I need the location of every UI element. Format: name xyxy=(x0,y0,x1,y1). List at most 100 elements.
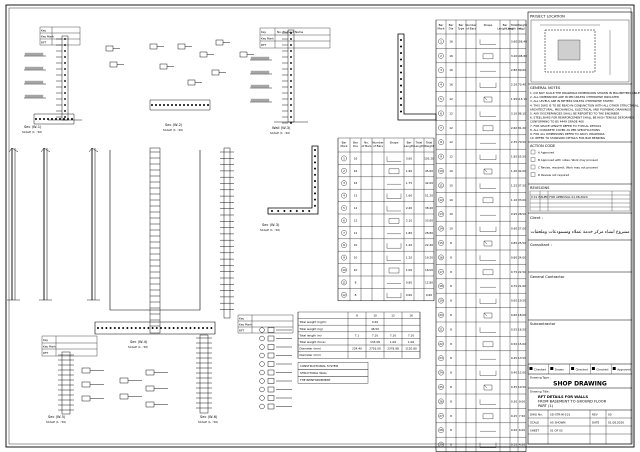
bbs-cell: 4 xyxy=(343,194,345,198)
approval-label: Approved xyxy=(617,368,631,372)
bar-shape xyxy=(482,269,494,275)
bar-shape xyxy=(483,168,493,175)
bar-mark-bubble xyxy=(438,269,444,275)
summary-row-label: Total weight (kg/m) xyxy=(299,320,327,324)
bbs-cell: 12 xyxy=(354,194,358,198)
bbs-cell: 12 xyxy=(449,155,453,159)
bbs-cell: 2.80 xyxy=(511,68,517,72)
general-note: 8. ALL CONCRETE COVER AS PER SPECIFICATI… xyxy=(530,128,600,132)
bbs-cell: 2.10 xyxy=(406,218,412,222)
bar-shape xyxy=(479,154,497,160)
section-caption: Sec (W-4) xyxy=(130,340,148,344)
bbs-cell: 51.20 xyxy=(425,194,433,198)
bbs-cell: 24 xyxy=(439,371,443,375)
bbs-header: Bar xyxy=(503,23,509,27)
section-scale: SCALE (1 : 50) xyxy=(163,128,183,132)
bbs-header: Number xyxy=(465,23,477,27)
bbs-cell: 3 xyxy=(440,68,442,72)
bbs-cell: 158.40 xyxy=(517,39,527,43)
bbs-cell: 1.10 xyxy=(511,198,517,202)
bbs-header: Total xyxy=(415,141,423,145)
bbs-cell: 12 xyxy=(354,206,358,210)
action-code-title: ACTION CODE xyxy=(530,144,556,148)
summary-cell: 0.40 xyxy=(372,320,378,324)
bbs-cell: 19 xyxy=(439,299,443,303)
bbs-cell: 8 xyxy=(450,414,452,418)
bbs-cell: 42.00 xyxy=(425,181,433,185)
bbs-cell: 6 xyxy=(343,218,345,222)
footer-value: AS SHOWN xyxy=(550,421,566,425)
bbs-cell: 8 xyxy=(355,280,357,284)
approval-check-icon xyxy=(550,367,554,370)
bbs-cell: 1.25 xyxy=(511,183,517,187)
bar-mark-bubble xyxy=(438,81,444,88)
bar-mark-bubble xyxy=(438,211,444,217)
bar-mark-bubble xyxy=(438,182,444,189)
summary-diameter: 12 xyxy=(391,314,395,318)
bar-shape xyxy=(388,218,400,224)
bbs-cell: 7 xyxy=(343,231,345,235)
bbs-header: of Bars xyxy=(373,144,383,148)
bbs-cell: 25 xyxy=(439,385,443,389)
summary-cell: 224.40 xyxy=(352,347,362,351)
bar-mark-bubble xyxy=(341,217,347,224)
bar-shape xyxy=(479,111,496,117)
summary-diameter: 10 xyxy=(373,314,377,318)
bar-shape xyxy=(386,255,401,261)
summary-diameter: 8 xyxy=(356,314,358,318)
footer-label: SHEET xyxy=(530,429,539,433)
bbs-cell: 19.20 xyxy=(425,256,433,260)
bbs-cell: 26 xyxy=(439,399,443,403)
bar-mark-bubble xyxy=(438,153,444,160)
bbs-cell: 38.40 xyxy=(425,206,433,210)
info-label: Key Mark xyxy=(239,323,252,327)
summary-cell: 7.10 xyxy=(372,333,378,337)
summary-cell: 7.1 xyxy=(355,333,360,337)
bbs-cell: 8 xyxy=(450,428,452,432)
bar-shape xyxy=(482,125,494,131)
bar-mark-bubble xyxy=(259,369,265,376)
bbs-cell: 1.40 xyxy=(511,169,517,173)
bbs-cell: 8 xyxy=(343,243,345,247)
sheet-inner-border xyxy=(8,7,632,445)
bbs-cell: 11 xyxy=(342,280,346,284)
bar-shape xyxy=(479,399,496,405)
bbs-cell: 1.20 xyxy=(406,256,412,260)
revisions-title: REVISIONS xyxy=(530,186,550,190)
bbs-cell: 0.60 xyxy=(406,293,412,297)
footer-label: REV xyxy=(592,413,598,417)
bbs-cell: 28 xyxy=(439,428,443,432)
bbs-cell: 8 xyxy=(450,299,452,303)
info-label: Key Mark xyxy=(43,345,56,349)
bar-mark-bubble xyxy=(341,230,347,236)
subcontractor-title: Subcontractor xyxy=(530,322,556,326)
bbs-cell: 6 xyxy=(440,111,442,115)
bbs-cell: 16 xyxy=(449,68,453,72)
checkbox-icon xyxy=(530,149,536,155)
bar-shape xyxy=(479,39,496,45)
legend-label: THE REINFORCEMENT xyxy=(299,378,331,382)
section-captions: Sec (W-1) SCALE (1 : 50) Sec (W-2) SCALE… xyxy=(22,123,291,424)
bbs-cell: 4.50 xyxy=(519,443,525,447)
bbs-cell: 10.50 xyxy=(518,385,526,389)
bar-shape xyxy=(483,384,493,391)
footer-label: SCALE xyxy=(530,421,539,425)
bbs-cell: 8 xyxy=(450,284,452,288)
bbs-cell: 0.20 xyxy=(511,428,517,432)
bbs-cell: 1.60 xyxy=(406,194,412,198)
bbs-cell: 12 xyxy=(354,218,358,222)
info-label: RFT xyxy=(43,351,49,355)
bbs-header: Bar xyxy=(449,23,455,27)
bar-mark-bubble xyxy=(341,192,347,199)
bar-mark-bubble xyxy=(438,413,444,419)
bbs-cell: 9 xyxy=(343,256,345,260)
bbs-cell: 2.60 xyxy=(511,126,517,130)
bbs-header: Number xyxy=(372,141,384,145)
bbs-cell: 12 xyxy=(342,293,346,297)
bar-shape xyxy=(386,206,401,212)
bbs-header: Bar xyxy=(439,23,445,27)
bar-mark-bubble xyxy=(341,279,347,286)
bbs-cell: 10 xyxy=(449,169,453,173)
summary-cell: 133.08 xyxy=(370,340,380,344)
bbs-cell: 5 xyxy=(343,206,345,210)
